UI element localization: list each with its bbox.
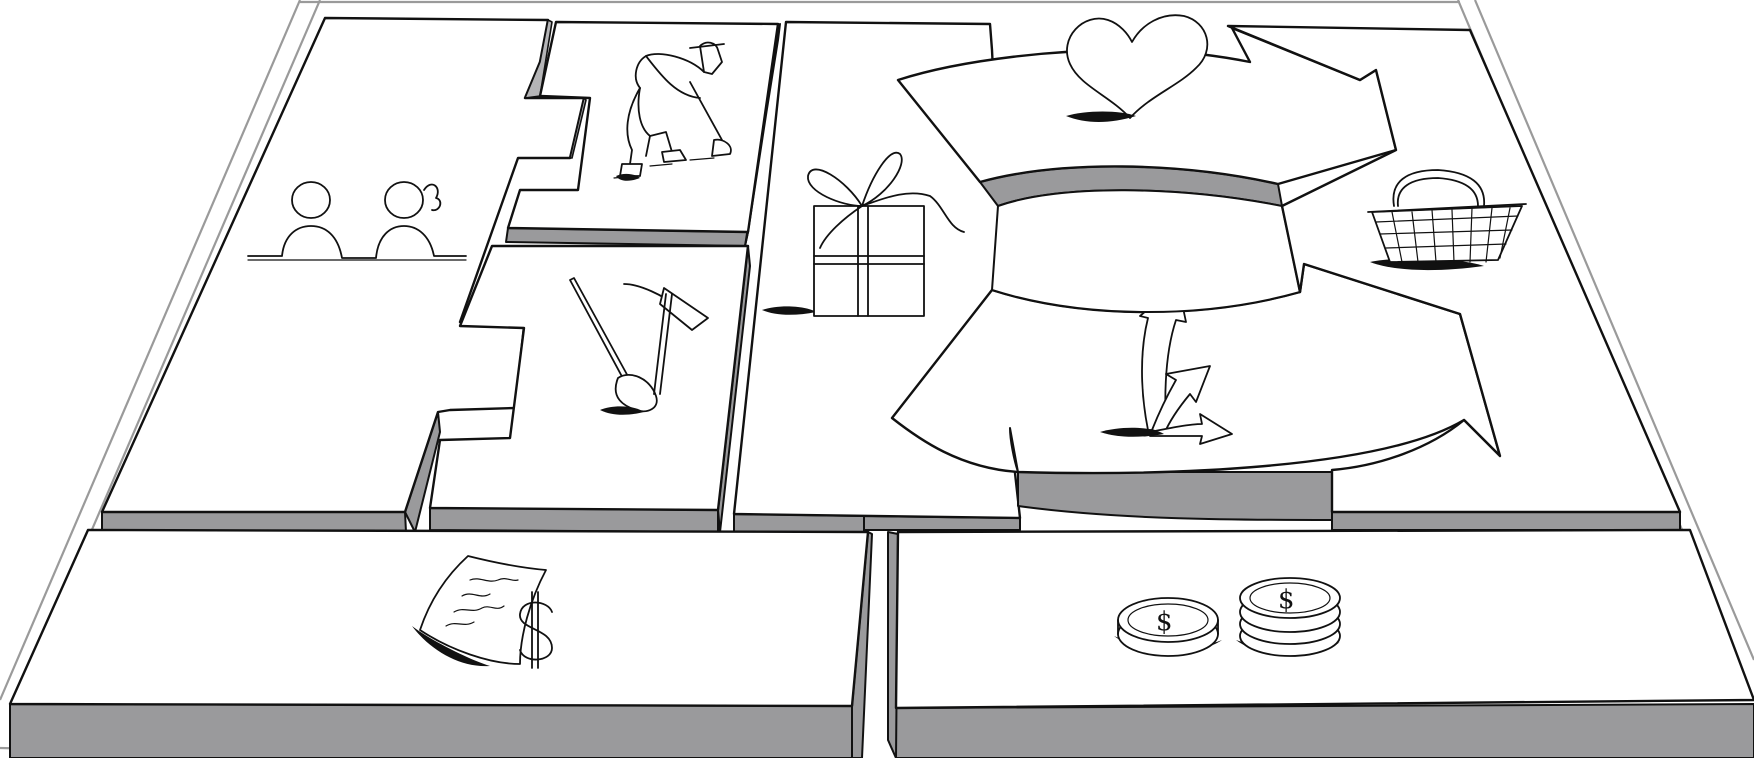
coin-single-dollar-sign: $ <box>1156 607 1173 637</box>
coin-stack-dollar-sign: $ <box>1278 585 1295 615</box>
block-revenue-streams[interactable]: $ $ <box>888 530 1754 758</box>
block-cost-structure[interactable] <box>10 530 872 758</box>
